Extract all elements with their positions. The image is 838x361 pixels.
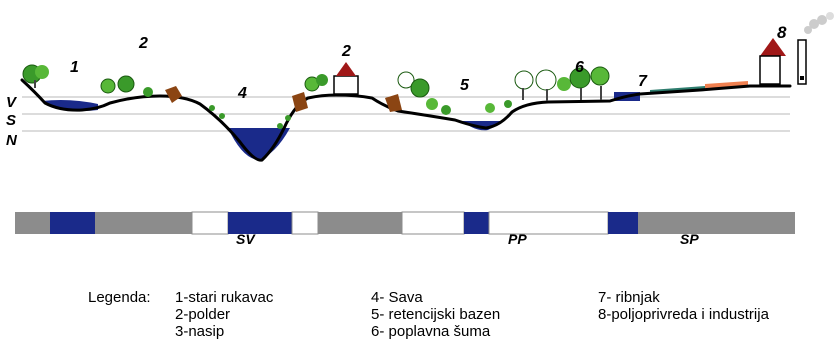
strip-water — [50, 212, 95, 234]
legend-column-2: 4- Sava 5- retencijski bazen 6- poplavna… — [371, 289, 500, 340]
label-1: 1 — [70, 59, 79, 76]
label-2-polder: 2 — [341, 43, 351, 60]
strip-label-sv: SV — [236, 231, 256, 247]
legend-column-3: 7- ribnjak 8-poljoprivreda i industrija — [598, 289, 769, 323]
industry-building — [759, 12, 834, 85]
legend-column-1: 1-stari rukavac 2-polder 3-nasip — [175, 289, 273, 340]
ground-profile-line — [20, 78, 792, 162]
trees-polder-left — [100, 75, 153, 97]
label-7: 7 — [638, 73, 648, 90]
trees-polder-middle — [304, 74, 328, 92]
strip-label-pp: PP — [508, 231, 527, 247]
trees-old-branch — [22, 64, 49, 88]
legend-item: 8-poljoprivreda i industrija — [598, 306, 769, 323]
label-2-top: 2 — [138, 35, 148, 52]
dike-left — [165, 86, 182, 103]
vegetation-sava-banks — [209, 105, 291, 129]
level-label-n: N — [6, 132, 18, 149]
strip-water — [608, 212, 638, 234]
strip-gray — [638, 212, 795, 234]
legend-item: 6- poplavna šuma — [371, 323, 491, 340]
trees-retention — [397, 71, 512, 115]
legend-item: 4- Sava — [371, 289, 423, 306]
land-use-strip — [15, 211, 795, 235]
polder-house — [333, 62, 359, 95]
strip-gray — [318, 212, 402, 234]
old-branch-water — [42, 100, 98, 111]
legend-item: 1-stari rukavac — [175, 289, 274, 306]
sava-river-water — [228, 128, 290, 160]
strip-water — [228, 212, 292, 234]
legend-item: 7- ribnjak — [598, 289, 660, 306]
trees-floodplain-forest — [514, 66, 610, 101]
dike-right — [385, 94, 402, 112]
legend-item: 5- retencijski bazen — [371, 306, 501, 323]
legend-title: Legenda: — [88, 289, 151, 306]
label-5: 5 — [460, 77, 470, 94]
dike-middle — [292, 92, 308, 112]
legend-item: 2-polder — [175, 306, 231, 323]
strip-gray — [15, 212, 50, 234]
level-label-v: V — [6, 94, 18, 111]
level-label-s: S — [6, 112, 16, 129]
strip-label-sp: SP — [680, 231, 699, 247]
legend-item: 3-nasip — [175, 323, 225, 340]
strip-white — [291, 211, 319, 235]
retention-basin-water — [462, 121, 504, 131]
strip-white — [488, 211, 609, 235]
label-4: 4 — [237, 85, 247, 102]
strip-white — [191, 211, 229, 235]
label-6: 6 — [575, 59, 584, 76]
strip-water — [464, 212, 489, 234]
strip-white — [401, 211, 465, 235]
strip-gray — [95, 212, 192, 234]
label-8: 8 — [777, 23, 787, 42]
